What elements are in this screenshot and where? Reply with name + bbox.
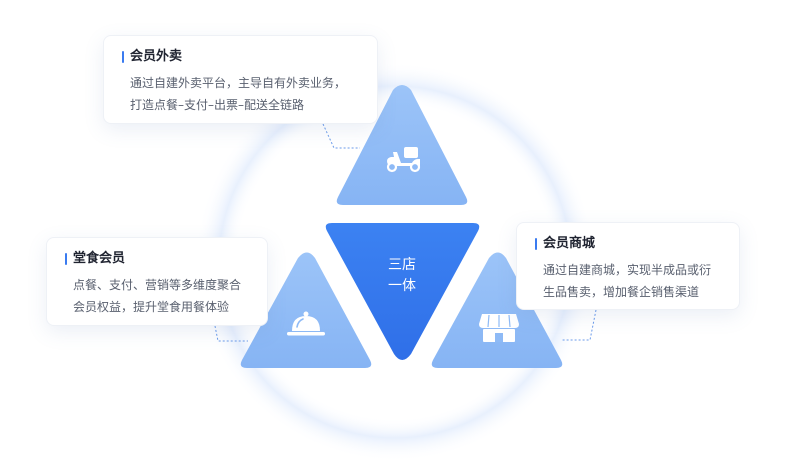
card-desc-mall: 通过自建商城，实现半成品或衍 生品售卖，增加餐企销售渠道 [543, 263, 712, 299]
triangle-takeout [336, 85, 468, 205]
connector-dinein [214, 325, 248, 342]
card-title-takeout: 会员外卖 [122, 48, 361, 66]
connector-mall [562, 309, 597, 341]
connector-takeout [322, 123, 360, 149]
card-desc-dinein: 点餐、支付、营销等多维度聚合 会员权益，提升堂食用餐体验 [73, 278, 242, 314]
scooter-icon [386, 147, 421, 173]
triangle-dinein [240, 252, 372, 368]
food-cloche-icon [287, 311, 325, 336]
storefront-icon [479, 314, 519, 342]
card-takeout: 会员外卖 通过自建外卖平台，主导自有外卖业务， 打造点餐–支付–出票–配送全链路 [103, 35, 378, 124]
center-label-line2: 一体 [388, 278, 416, 294]
card-title-dinein: 堂食会员 [65, 250, 251, 268]
triangle-mall [431, 252, 563, 368]
card-title-mall: 会员商城 [535, 235, 723, 253]
card-dinein: 堂食会员 点餐、支付、营销等多维度聚合 会员权益，提升堂食用餐体验 [46, 237, 268, 326]
card-desc-takeout: 通过自建外卖平台，主导自有外卖业务， 打造点餐–支付–出票–配送全链路 [130, 76, 347, 112]
center-label-line1: 三店 [388, 257, 416, 273]
card-mall: 会员商城 通过自建商城，实现半成品或衍 生品售卖，增加餐企销售渠道 [516, 222, 740, 310]
triangle-center [325, 223, 480, 360]
